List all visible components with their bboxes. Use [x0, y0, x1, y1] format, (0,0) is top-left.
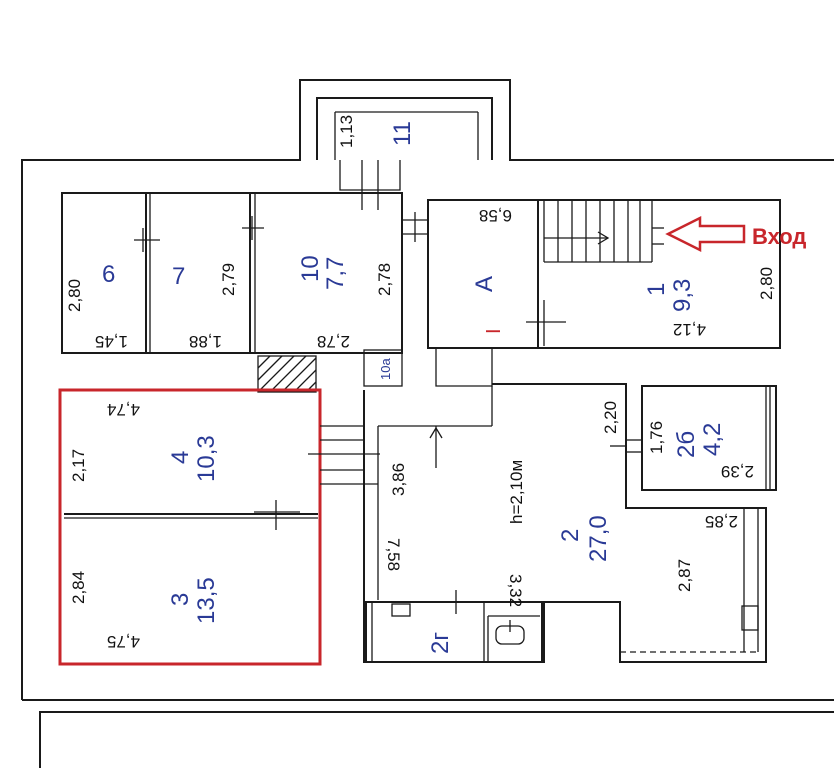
room-6-number: 6: [102, 261, 115, 288]
room-10-area: 7,7: [322, 257, 349, 290]
room-2-dim-a: 3,86: [389, 463, 408, 496]
room-10-dim-a: 2,78: [375, 263, 394, 296]
room-1-dim-a: 6,58: [479, 206, 512, 225]
room-7-labels: 7 2,79 1,88: [172, 263, 238, 351]
room-2-number: 2: [557, 529, 584, 542]
hatched-pillar: [257, 355, 317, 393]
room-2b-dim-b: 2,39: [721, 462, 754, 481]
room-10a-label: 10а: [378, 358, 393, 380]
room-11-number: 11: [389, 121, 416, 146]
room-1-dim-b: 2,80: [757, 267, 776, 300]
room-1-labels: 1 9,3 2,80 4,12: [643, 267, 776, 339]
room-10-dim-b: 2,78: [317, 332, 350, 351]
room-A-roman: I: [483, 328, 505, 334]
room-11-walls: [316, 97, 493, 210]
sink-icon: [495, 620, 525, 645]
room-6-dim-b: 1,45: [95, 332, 128, 351]
room-11-labels: 1,13 11: [337, 115, 416, 148]
outer-walls: [21, 79, 834, 768]
room-10-number: 10: [297, 255, 324, 282]
room-4-dim-a: 2,17: [69, 449, 88, 482]
room-1-number: 1: [643, 283, 670, 296]
room-2-dim-e: 2,87: [675, 559, 694, 592]
room-2-dim-f: 3,32: [506, 574, 525, 607]
room-2-dim-c: 2,20: [601, 401, 620, 434]
room-3-dim-b: 4,75: [107, 632, 140, 651]
room-6-labels: 2,80 6 1,45: [65, 261, 128, 351]
entrance-label: Вход: [752, 224, 806, 249]
room-4-dim-b: 4,74: [107, 400, 140, 419]
room-3-area: 13,5: [193, 577, 220, 624]
room-2b-dim-a: 1,76: [647, 421, 666, 454]
room-4-labels: 4,74 2,17 4 10,3: [69, 400, 220, 482]
room-3-number: 3: [167, 593, 194, 606]
room-2-labels: 3,86 h=2,10м 7,58 2 27,0 2,20 2,85 2,87 …: [384, 401, 738, 607]
room-3-labels: 2,84 3 13,5 4,75: [69, 571, 220, 651]
room-1-dim-c: 4,12: [673, 320, 706, 339]
room-2-walls: [308, 383, 767, 663]
room-6-dim-a: 2,80: [65, 279, 84, 312]
room-A-label: А: [471, 276, 498, 292]
room-4-area: 10,3: [193, 435, 220, 482]
room-11-dim-a: 1,13: [337, 115, 356, 148]
room-2-dim-d: 2,85: [705, 512, 738, 531]
entrance-arrow-icon[interactable]: [665, 215, 746, 253]
room-2-area: 27,0: [585, 515, 612, 562]
room-3-dim-a: 2,84: [69, 571, 88, 604]
room-1-area: 9,3: [669, 279, 696, 312]
room-2-dim-b: 7,58: [384, 538, 403, 571]
room-2g-label: 2г: [427, 632, 454, 654]
rooms-A-1-walls: [427, 199, 781, 387]
room-A-labels: 6,58 А I: [471, 206, 512, 334]
room-10a-box: [363, 349, 403, 387]
room-4-number: 4: [167, 451, 194, 464]
room-2b-walls: [610, 385, 777, 491]
highlighted-rooms-3-4: [58, 388, 322, 666]
room-2g-walls: [365, 590, 543, 663]
room-7-dim-a: 2,79: [219, 263, 238, 296]
room-7-dim-b: 1,88: [189, 332, 222, 351]
room-2-height: h=2,10м: [507, 460, 526, 524]
room-2b-area: 4,2: [699, 423, 726, 456]
rooms-6-7-10-walls: [61, 192, 428, 354]
room-2b-label: 2б: [673, 431, 700, 458]
room-2b-labels: 1,76 2б 4,2 2,39: [647, 421, 754, 481]
room-10-labels: 10 7,7 2,78 2,78: [297, 255, 394, 351]
room-7-number: 7: [172, 263, 185, 290]
